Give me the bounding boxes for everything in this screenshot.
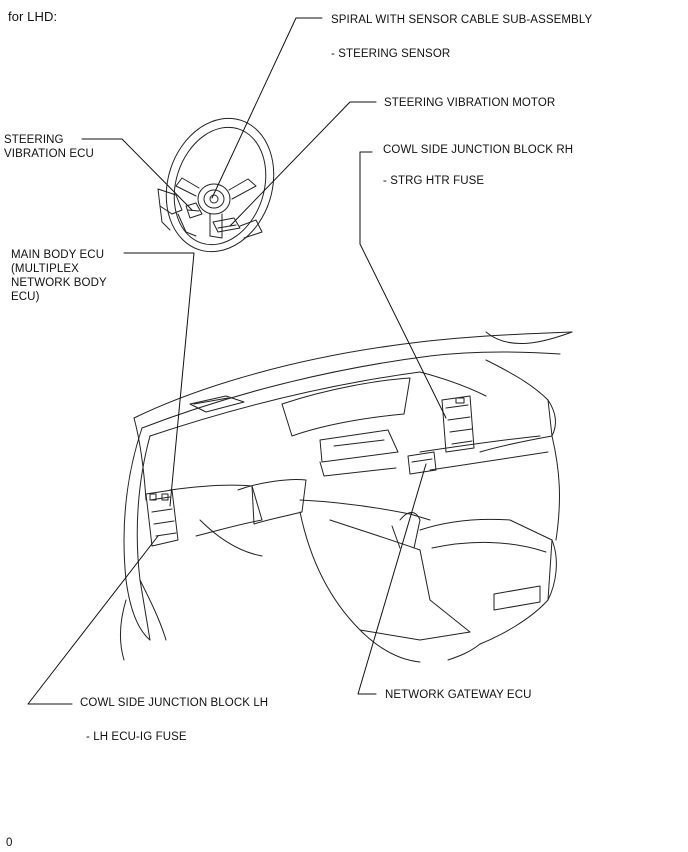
steering-wheel-illustration xyxy=(157,117,275,253)
label-cowl-side-junction-block-rh: COWL SIDE JUNCTION BLOCK RH xyxy=(383,144,574,156)
label-network-gateway-ecu: NETWORK GATEWAY ECU xyxy=(385,689,532,701)
footer-mark: 0 xyxy=(6,837,13,849)
leader-lines xyxy=(27,17,447,705)
leader-spiral xyxy=(211,17,323,199)
label-cowl-side-junction-block-lh: COWL SIDE JUNCTION BLOCK LH xyxy=(80,697,269,709)
leader-cowl-lh xyxy=(27,535,159,705)
main-body-ecu-component xyxy=(145,489,179,547)
leader-vib-motor xyxy=(229,101,377,227)
label-lh-ecu-ig-fuse: - LH ECU-IG FUSE xyxy=(86,731,187,743)
leader-gateway xyxy=(357,463,427,695)
label-steering-vibration-motor: STEERING VIBRATION MOTOR xyxy=(384,97,556,109)
leader-main-body xyxy=(123,252,195,507)
label-main-body-ecu: MAIN BODY ECU (MULTIPLEX NETWORK BODY EC… xyxy=(11,249,107,303)
dashboard-illustration xyxy=(119,331,573,663)
label-spiral-cable: SPIRAL WITH SENSOR CABLE SUB-ASSEMBLY xyxy=(331,14,593,26)
network-gateway-ecu-component xyxy=(407,451,437,475)
leader-vib-ecu xyxy=(81,138,193,211)
label-steering-vibration-ecu: STEERING VIBRATION ECU xyxy=(4,134,94,160)
page-heading: for LHD: xyxy=(8,9,58,24)
label-steering-sensor: - STEERING SENSOR xyxy=(331,48,451,60)
cowl-side-junction-block-rh-component xyxy=(441,395,475,453)
leader-cowl-rh xyxy=(359,151,447,419)
label-strg-htr-fuse: - STRG HTR FUSE xyxy=(383,175,485,187)
